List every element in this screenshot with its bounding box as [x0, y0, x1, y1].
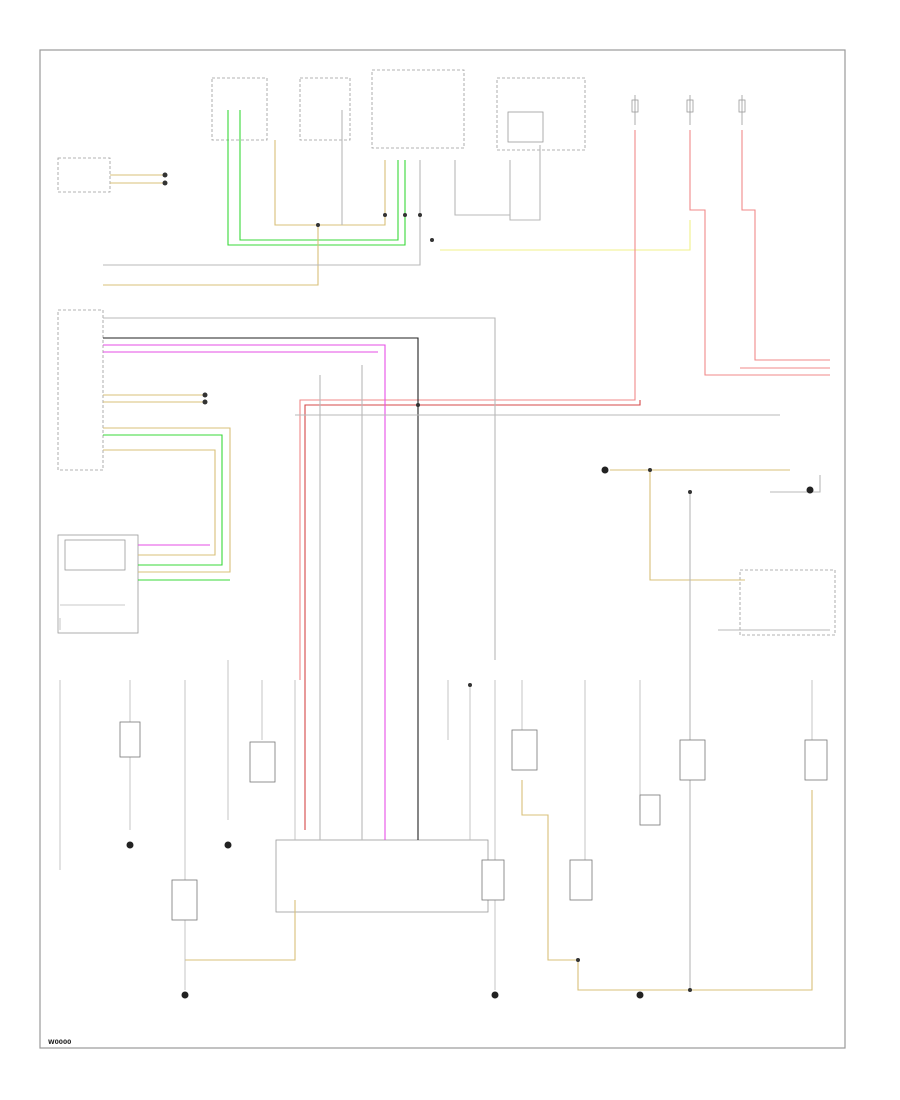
wire-tan-10 [649, 470, 745, 581]
connectors [162, 172, 692, 992]
connector-dot-icon [648, 468, 652, 472]
wire-black-1 [103, 337, 419, 840]
bottom-components [119, 721, 828, 921]
sensor-1 [119, 721, 141, 758]
wire-tan-14 [577, 960, 585, 991]
connector-dot-icon [576, 958, 580, 962]
wire-tan-1 [274, 140, 386, 226]
central-module [275, 839, 489, 913]
ground-symbol-icon [181, 991, 189, 999]
connector-dot-icon [162, 172, 168, 178]
connector-dot-icon [416, 403, 420, 407]
lead-lines [59, 604, 813, 990]
ground-symbol-icon [491, 991, 499, 999]
ground-symbol-icon [224, 841, 232, 849]
ground-symbol-icon [126, 841, 134, 849]
sensor-9 [481, 859, 505, 901]
corner-tag: W0000 [48, 1039, 71, 1046]
control-unit-inner [64, 539, 126, 571]
wire-pink-2 [689, 130, 830, 376]
switch-assembly-right [739, 569, 836, 636]
connector-dot-icon [418, 213, 422, 217]
wire-gray-4 [454, 160, 510, 216]
grounds [126, 466, 814, 999]
fuse-group [631, 95, 746, 125]
ground-symbol-icon [636, 991, 644, 999]
module-top-left [57, 157, 111, 193]
wire-gray-5 [103, 317, 496, 660]
connector-dot-icon [688, 988, 692, 992]
wire-tan-11 [185, 900, 296, 961]
sensor-4 [511, 729, 538, 771]
sensor-8 [569, 859, 593, 901]
module-top-1 [211, 77, 268, 141]
diagram-border [39, 49, 846, 1049]
connector-dot-icon [316, 223, 320, 227]
wire-pink-1 [299, 130, 636, 680]
connector-dot-icon [403, 213, 407, 217]
switch-box [507, 111, 544, 143]
fuse-icon [738, 99, 746, 113]
wires [103, 110, 830, 991]
sensor-2 [249, 741, 276, 783]
wire-yellow-1 [440, 220, 691, 251]
connector-dot-icon [688, 490, 692, 494]
wire-tan-8 [103, 449, 216, 556]
fuse-icon [686, 99, 694, 113]
wire-pink-3 [741, 130, 830, 361]
sensor-7 [804, 739, 828, 781]
connector-dot-icon [383, 213, 387, 217]
connector-dot-icon [202, 399, 208, 405]
module-left-mid [57, 309, 104, 471]
wire-gray-10 [770, 475, 821, 493]
module-top-3 [371, 69, 465, 149]
wire-tan-13 [585, 790, 813, 991]
connector-dot-icon [468, 683, 472, 687]
sensor-3 [171, 879, 198, 921]
module-top-4 [496, 77, 586, 151]
wire-tan-12 [521, 780, 578, 961]
module-top-2 [299, 77, 351, 141]
wire-red-1 [304, 400, 641, 830]
wire-tan-2 [103, 225, 319, 286]
connector-dot-icon [202, 392, 208, 398]
wire-gray-3 [509, 145, 541, 221]
control-unit-left [57, 534, 139, 634]
sensor-5 [639, 794, 661, 826]
ground-symbol-icon [806, 486, 814, 494]
wire-green-3 [103, 434, 223, 566]
sensor-6 [679, 739, 706, 781]
wire-tan-7 [103, 427, 231, 573]
connector-dot-icon [162, 180, 168, 186]
wire-magenta-1 [103, 344, 386, 840]
top-components [57, 69, 836, 913]
wire-green-2 [239, 110, 399, 241]
ground-symbol-icon [601, 466, 609, 474]
wire-gray-1 [103, 160, 421, 266]
connector-dot-icon [430, 238, 434, 242]
fuse-icon [631, 99, 639, 113]
wire-green-1 [227, 110, 406, 246]
